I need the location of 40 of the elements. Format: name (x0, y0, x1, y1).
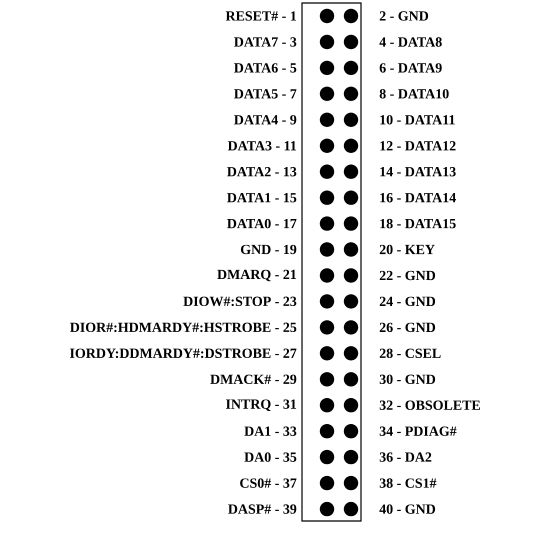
pin-label: DATA4 - 9 (234, 115, 296, 124)
pin-label: 6 - DATA9 (380, 63, 442, 73)
pin-label: 40 - GND (379, 504, 436, 514)
pin-label: CS0# - 37 (240, 478, 296, 488)
pin-label: DATA1 - 15 (227, 193, 296, 202)
pin-label: 18 - DATA15 (380, 218, 456, 228)
pin-label: 10 - DATA11 (380, 115, 455, 124)
pin-label: 38 - CS1# (380, 478, 436, 488)
pin-label: 34 - PDIAG# (380, 426, 456, 436)
pin-label: RESET# - 1 (226, 11, 296, 21)
pin-label: DMARQ - 21 (217, 270, 296, 282)
pin-label: DATA7 - 3 (234, 37, 296, 47)
pin-label: DIOW#:STOP - 23 (183, 296, 296, 306)
pin-label: DASP# - 39 (228, 504, 296, 514)
pin-label: IORDY:DDMARDY#:DSTROBE - 27 (70, 348, 296, 358)
pin-label: 28 - CSEL (380, 348, 441, 358)
pin-label: INTRQ - 31 (226, 399, 296, 411)
pin-label: DA1 - 33 (244, 426, 296, 436)
pin-label: 16 - DATA14 (380, 193, 456, 202)
pin-label: 12 - DATA12 (380, 141, 456, 150)
pin-label: 32 - OBSOLETE (380, 400, 480, 410)
pin-label: 4 - DATA8 (379, 37, 442, 47)
pin-label: DIOR#:HDMARDY#:HSTROBE - 25 (70, 322, 296, 332)
pin-label: GND - 19 (240, 244, 296, 254)
pin-label: 30 - GND (380, 374, 436, 384)
pin-label: 8 - DATA10 (380, 89, 449, 98)
pin-label: DATA6 - 5 (234, 63, 296, 73)
pin-label: DATA3 - 11 (228, 141, 296, 150)
pin-label: DATA0 - 17 (227, 218, 296, 228)
pin-label: 14 - DATA13 (380, 167, 456, 176)
pin-label: 2 - GND (380, 11, 428, 21)
pin-label: 26 - GND (380, 322, 436, 332)
pin-label: DMACK# - 29 (210, 374, 296, 384)
pin-label: 22 - GND (380, 270, 436, 280)
pin-label: DA0 - 35 (244, 452, 296, 462)
pin-label: 24 - GND (380, 296, 436, 306)
pin-label: DATA5 - 7 (234, 89, 296, 98)
pin-label: 20 - KEY (380, 244, 435, 254)
pin-label: DATA2 - 13 (227, 167, 296, 176)
pin-label: 36 - DA2 (380, 452, 432, 462)
